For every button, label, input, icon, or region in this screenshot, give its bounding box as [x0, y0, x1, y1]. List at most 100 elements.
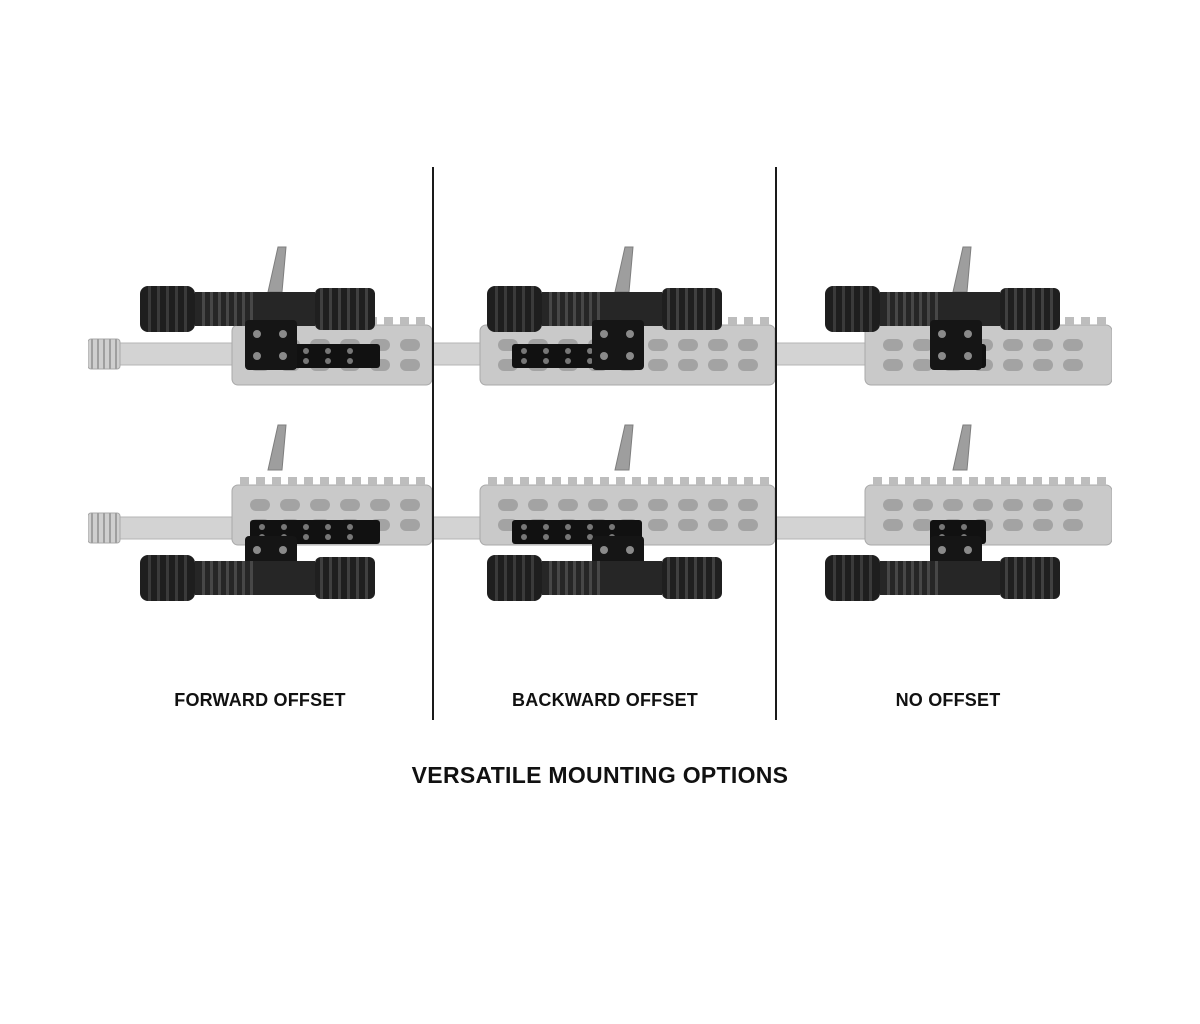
illustration-column-0 — [88, 246, 432, 601]
flashlight-ring — [919, 561, 922, 595]
flashlight-tail-ring — [365, 288, 368, 330]
illustration-column-1 — [433, 246, 775, 601]
barrel — [433, 342, 483, 366]
rail-tooth — [760, 317, 769, 325]
mount-screw — [609, 524, 615, 530]
flashlight-tail-ring — [703, 557, 706, 599]
clamp-screw — [938, 352, 946, 360]
rail-tooth — [488, 477, 497, 485]
flashlight-tail-ring — [667, 557, 670, 599]
flashlight-knurl — [842, 555, 845, 601]
barrel — [776, 516, 868, 540]
flashlight-ring — [210, 561, 213, 595]
rail-tooth — [744, 477, 753, 485]
rail-tooth — [616, 477, 625, 485]
rail-tooth — [1097, 477, 1106, 485]
flashlight-body — [880, 561, 1000, 595]
keymod-slot — [588, 499, 608, 511]
flashlight-ring — [218, 292, 221, 326]
flashlight-knurl — [504, 555, 507, 601]
keymod-slot — [250, 499, 270, 511]
keymod-slot — [708, 339, 728, 351]
flashlight-tail-ring — [1023, 288, 1026, 330]
flashlight-ring — [597, 561, 600, 595]
flashlight-ring — [927, 292, 930, 326]
flashlight-ring — [565, 292, 568, 326]
clamp-screw — [626, 330, 634, 338]
flashlight-ring — [242, 561, 245, 595]
rail-tooth — [272, 477, 281, 485]
keymod-slot — [943, 499, 963, 511]
keymod-slot — [1063, 519, 1083, 531]
flashlight-ring — [565, 561, 568, 595]
keymod-slot — [648, 359, 668, 371]
flip-sight — [614, 424, 634, 471]
muzzle-groove — [91, 339, 93, 369]
keymod-slot — [1033, 499, 1053, 511]
rail-tooth — [1033, 477, 1042, 485]
mount-screw — [303, 524, 309, 530]
mount-screw — [521, 358, 527, 364]
flashlight-ring — [250, 292, 253, 326]
clamp-screw — [600, 330, 608, 338]
flashlight-ring — [573, 561, 576, 595]
flashlight-tail-ring — [1041, 557, 1044, 599]
keymod-slot — [1033, 359, 1053, 371]
rail-tooth — [969, 477, 978, 485]
rail-tooth — [728, 317, 737, 325]
flashlight-knurl — [166, 555, 169, 601]
keymod-slot — [708, 359, 728, 371]
flashlight-ring — [589, 292, 592, 326]
flashlight-tail-ring — [347, 288, 350, 330]
mount-screw — [303, 348, 309, 354]
flashlight-ring — [573, 292, 576, 326]
keymod-slot — [973, 499, 993, 511]
rail-tooth — [1081, 317, 1090, 325]
keymod-slot — [678, 359, 698, 371]
keymod-slot — [648, 519, 668, 531]
flashlight-knurl — [513, 286, 516, 332]
clamp-screw — [938, 546, 946, 554]
flashlight-tail-ring — [1014, 288, 1017, 330]
rail-tooth — [760, 477, 769, 485]
rail-tooth — [744, 317, 753, 325]
flashlight-knurl — [166, 286, 169, 332]
flashlight-knurl — [184, 555, 187, 601]
flip-sight — [952, 246, 972, 293]
keymod-slot — [738, 339, 758, 351]
muzzle-groove — [103, 513, 105, 543]
rail-tooth — [680, 477, 689, 485]
flashlight-knurl — [513, 555, 516, 601]
handguard — [864, 324, 1112, 386]
muzzle-groove — [109, 513, 111, 543]
flashlight-knurl — [842, 286, 845, 332]
mount-screw — [521, 348, 527, 354]
mount-screw — [587, 348, 593, 354]
clamp-screw — [279, 546, 287, 554]
flashlight-tail-ring — [712, 288, 715, 330]
mount-screw — [325, 348, 331, 354]
muzzle-groove — [115, 513, 117, 543]
keymod-slot — [1003, 499, 1023, 511]
rail-tooth — [664, 477, 673, 485]
mount-screw — [303, 534, 309, 540]
mount-screw — [587, 534, 593, 540]
keymod-slot — [913, 499, 933, 511]
flashlight-tail-ring — [320, 288, 323, 330]
rail-tooth — [1049, 477, 1058, 485]
rail-tooth — [1001, 477, 1010, 485]
keymod-slot — [913, 339, 933, 351]
rail-tooth — [1097, 317, 1106, 325]
flashlight-knurl — [522, 286, 525, 332]
mount-screw — [565, 348, 571, 354]
flashlight-ring — [895, 292, 898, 326]
mount-screw — [347, 348, 353, 354]
rail-tooth — [889, 477, 898, 485]
flashlight-ring — [202, 292, 205, 326]
muzzle-groove — [97, 339, 99, 369]
clamp-screw — [964, 352, 972, 360]
flashlight-ring — [234, 292, 237, 326]
rail-tooth — [873, 477, 882, 485]
flashlight-tail-ring — [1050, 557, 1053, 599]
flashlight-knurl — [851, 555, 854, 601]
